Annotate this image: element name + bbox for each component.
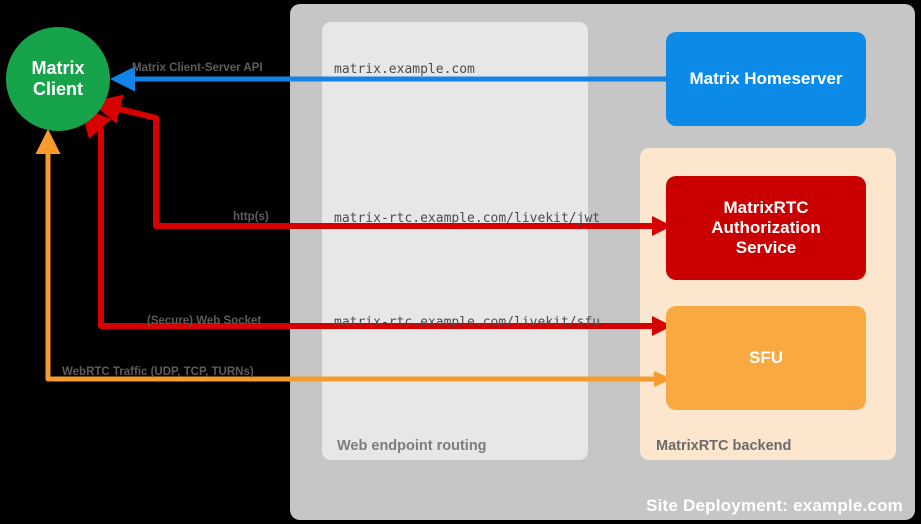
matrix-homeserver-label: Matrix Homeserver bbox=[689, 68, 843, 88]
edge-sfu-websocket bbox=[80, 106, 664, 329]
node-matrix-client[interactable]: Matrix Client bbox=[6, 27, 110, 131]
matrix-client-label-line1: Matrix bbox=[31, 57, 85, 78]
auth-service-label-line1: MatrixRTC bbox=[723, 197, 809, 217]
edge-label-client-server-api: Matrix Client-Server API bbox=[132, 62, 263, 74]
edge-webrtc-media bbox=[35, 128, 664, 382]
endpoint-label-livekit-jwt: matrix-rtc.example.com/livekit/jwt bbox=[334, 211, 601, 226]
node-matrixrtc-authorization-service[interactable]: MatrixRTC Authorization Service bbox=[666, 176, 866, 280]
auth-service-label-line2: Authorization bbox=[711, 217, 821, 237]
web-endpoint-routing-label: Web endpoint routing bbox=[337, 438, 487, 454]
endpoint-label-livekit-sfu: matrix-rtc.example.com/livekit/sfu bbox=[334, 315, 601, 330]
edge-label-web-socket: (Secure) Web Socket bbox=[147, 315, 262, 327]
web-endpoint-routing-container bbox=[322, 22, 588, 460]
edge-label-webrtc-traffic: WebRTC Traffic (UDP, TCP, TURNs) bbox=[62, 366, 254, 378]
node-matrix-homeserver[interactable]: Matrix Homeserver bbox=[666, 32, 866, 126]
edge-jwt-auth bbox=[90, 94, 664, 229]
arrowheads-into-backend bbox=[652, 216, 672, 387]
site-deployment-label: Site Deployment: example.com bbox=[646, 496, 903, 515]
auth-service-label-line3: Service bbox=[735, 238, 797, 258]
matrixrtc-backend-label: MatrixRTC backend bbox=[656, 438, 792, 454]
node-sfu[interactable]: SFU bbox=[666, 306, 866, 410]
matrix-client-label-line2: Client bbox=[32, 79, 83, 99]
endpoint-label-matrix: matrix.example.com bbox=[334, 62, 475, 77]
sfu-label: SFU bbox=[749, 347, 783, 367]
edge-label-http: http(s) bbox=[233, 211, 269, 223]
